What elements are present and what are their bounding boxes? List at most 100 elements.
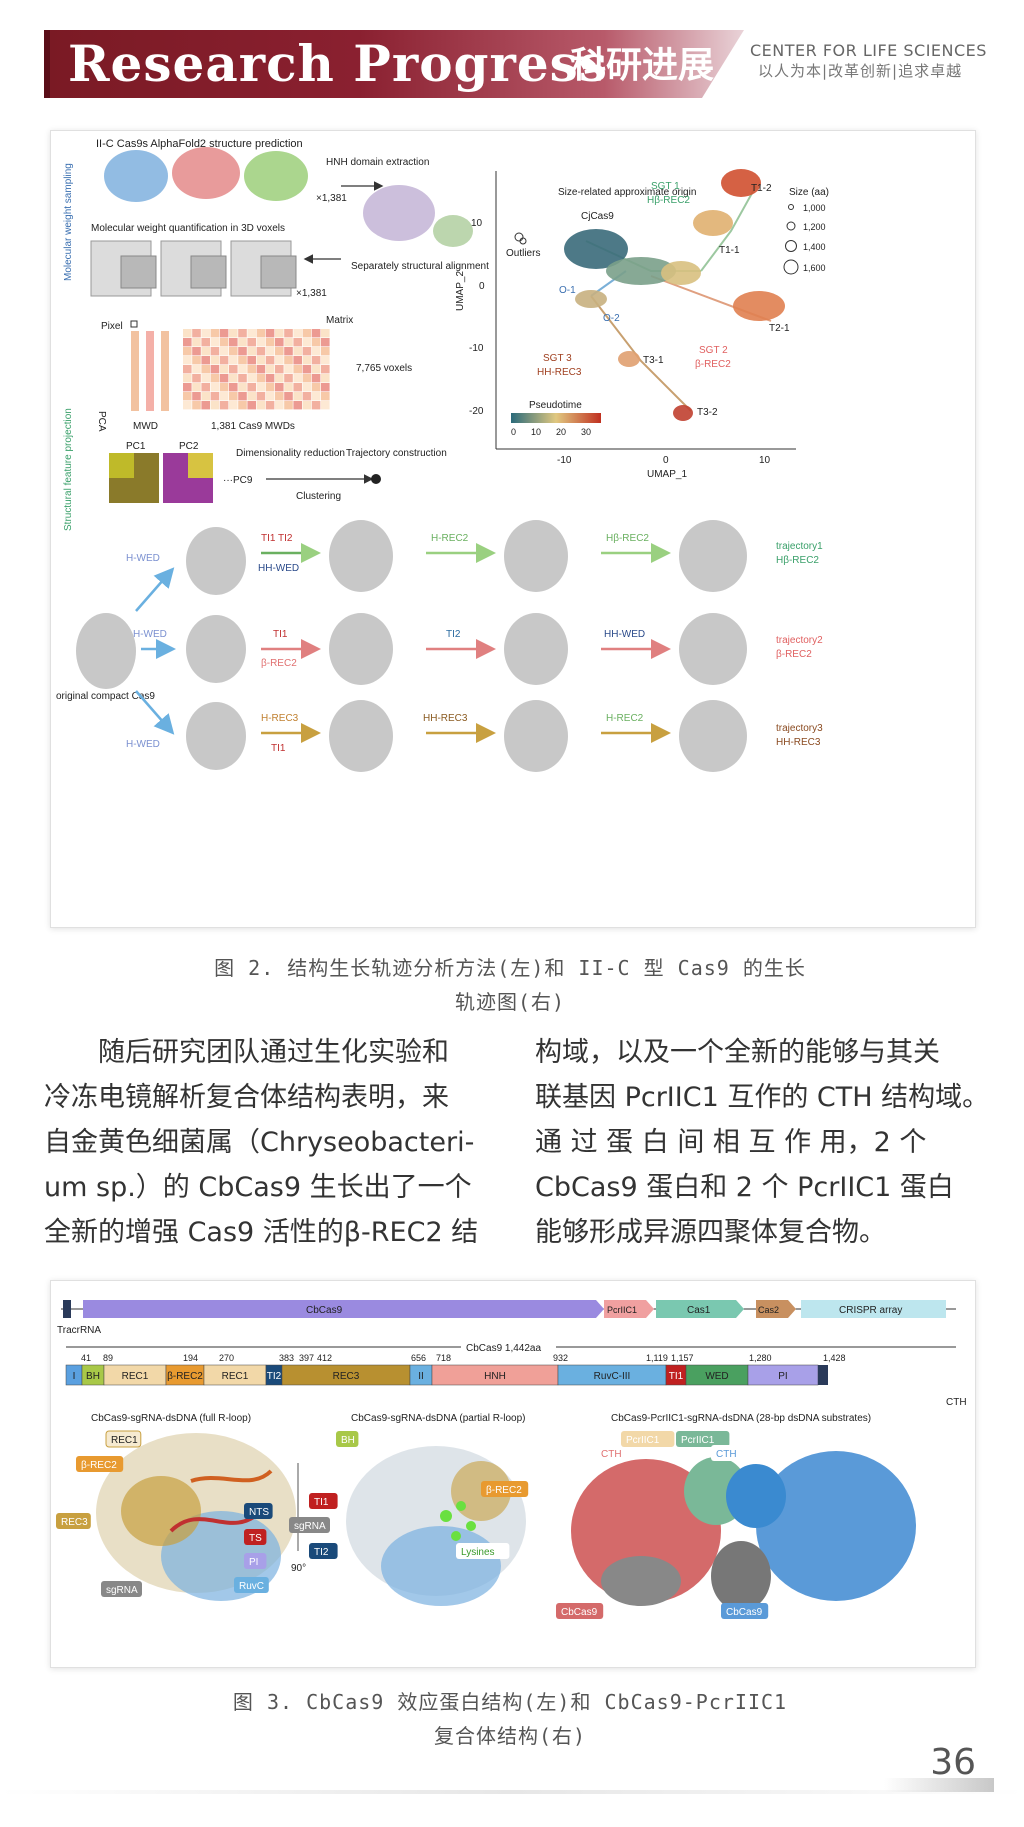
matrix-cell	[275, 374, 284, 383]
matrix-cell	[275, 401, 284, 410]
matrix-cell	[201, 392, 210, 401]
gene-pcriic1	[604, 1300, 654, 1318]
r2-label-4: HH-WED	[604, 629, 645, 640]
panel-label-text: NTS	[249, 1507, 269, 1518]
domain-position-label: 194	[183, 1353, 198, 1363]
matrix-cell	[210, 356, 220, 365]
panel-label-text: REC3	[61, 1517, 88, 1528]
panel-label-text: TI2	[314, 1547, 329, 1558]
matrix-cell	[284, 356, 293, 365]
gene-cbcas9-label: CbCas9	[306, 1305, 343, 1316]
right-line-2: 联基因 PcrIIC1 互作的 CTH 结构域。	[535, 1082, 990, 1113]
panel-label-box	[289, 1517, 330, 1533]
panel-label-text: sgRNA	[294, 1521, 326, 1532]
matrix-cell	[321, 374, 330, 383]
domain-position-label: 270	[219, 1353, 234, 1363]
panel-label-text: CbCas9	[726, 1607, 763, 1618]
matrix-cell	[265, 401, 275, 410]
matrix-cell	[247, 401, 256, 410]
matrix-cell	[321, 347, 330, 356]
matrix-cell	[311, 338, 321, 347]
matrix-cell	[192, 383, 201, 392]
origin-name: CjCas9	[581, 211, 614, 222]
matrix-cell	[256, 338, 266, 347]
matrix-cell	[256, 383, 266, 392]
matrix-cell	[183, 383, 192, 392]
pseudotime-bar	[511, 413, 601, 423]
r2-end-0: trajectory2	[776, 635, 823, 646]
matrix-cell	[256, 356, 266, 365]
r1-label-3: H-REC2	[431, 533, 469, 544]
matrix-cell	[293, 347, 302, 356]
matrix-cell	[311, 383, 321, 392]
matrix-cell	[284, 392, 293, 401]
domain-position-label: 1,157	[671, 1353, 694, 1363]
figure-2-caption-line1: 图 2. 结构生长轨迹分析方法(左)和 II-C 型 Cas9 的生长	[214, 956, 806, 980]
matrix-cell	[275, 356, 284, 365]
matrix-cell	[183, 347, 192, 356]
side-label-projection: Structural feature projection	[63, 408, 74, 531]
matrix-cell	[256, 374, 266, 383]
right-line-3: 通 过 蛋 白 间 相 互 作 用，2 个	[535, 1127, 927, 1158]
matrix-cell	[275, 383, 284, 392]
r1-label-2: HH-WED	[258, 563, 299, 574]
matrix-cell	[192, 392, 201, 401]
matrix-cell	[183, 338, 192, 347]
domain-position-label: 1,280	[749, 1353, 772, 1363]
matrix-cell	[247, 347, 256, 356]
node-t1-1: T1-1	[719, 245, 740, 256]
predicted-structures	[104, 147, 473, 247]
matrix-cell	[293, 374, 302, 383]
hnh-label: HNH domain extraction	[326, 157, 429, 168]
matrix-cell	[293, 392, 302, 401]
tracrrna-block	[63, 1300, 71, 1318]
matrix-cell	[302, 338, 312, 347]
cth-label: CTH	[946, 1397, 967, 1408]
panel-label-box	[105, 1430, 142, 1448]
domain-label: TI2	[267, 1371, 282, 1382]
matrix-cell	[247, 392, 256, 401]
r3-label-1: H-REC3	[261, 713, 299, 724]
matrix-cell	[293, 329, 302, 338]
matrix-cell	[229, 347, 238, 356]
original-label-1: original compact Cas9	[56, 691, 155, 702]
figure-3-caption-line2: 复合体结构(右)	[433, 1724, 587, 1748]
panel-label-text: TS	[249, 1533, 262, 1544]
panel-label-box	[721, 1603, 769, 1619]
matrix-cell	[321, 392, 330, 401]
voxel-cubes	[90, 240, 297, 297]
matrix-cell	[247, 338, 256, 347]
ytick-10: 10	[471, 218, 483, 229]
pt-0: 0	[511, 427, 516, 437]
pc2-label: PC2	[179, 441, 199, 452]
matrix-cell	[284, 329, 293, 338]
panel-label-box	[234, 1577, 269, 1593]
r1-end-0: trajectory1	[776, 541, 823, 552]
matrix-cell	[311, 374, 321, 383]
pseudotime-title: Pseudotime	[529, 400, 582, 411]
node-t3-1: T3-1	[643, 355, 664, 366]
matrix-cell	[192, 347, 201, 356]
r3-label-3: HH-REC3	[423, 713, 468, 724]
matrix-cell	[192, 401, 201, 410]
matrix-cell	[183, 374, 192, 383]
matrix-cell	[265, 383, 275, 392]
matrix-cell	[201, 374, 210, 383]
domain-position-label: 383	[279, 1353, 294, 1363]
matrix-cell	[201, 356, 210, 365]
domain-cth-block	[818, 1365, 828, 1385]
matrix-cell	[210, 401, 220, 410]
panel-label-text: CTH	[716, 1449, 737, 1460]
matrix-cell	[284, 347, 293, 356]
header-banner	[44, 30, 744, 98]
sgt1-label: SGT 1	[651, 181, 680, 192]
page-number: 36	[930, 1742, 976, 1783]
domain-label: REC1	[122, 1371, 149, 1382]
matrix-cell	[210, 374, 220, 383]
matrix-cell	[275, 365, 284, 374]
matrix-cell	[238, 338, 247, 347]
left-line-1: 随后研究团队通过生化实验和	[44, 1037, 449, 1068]
